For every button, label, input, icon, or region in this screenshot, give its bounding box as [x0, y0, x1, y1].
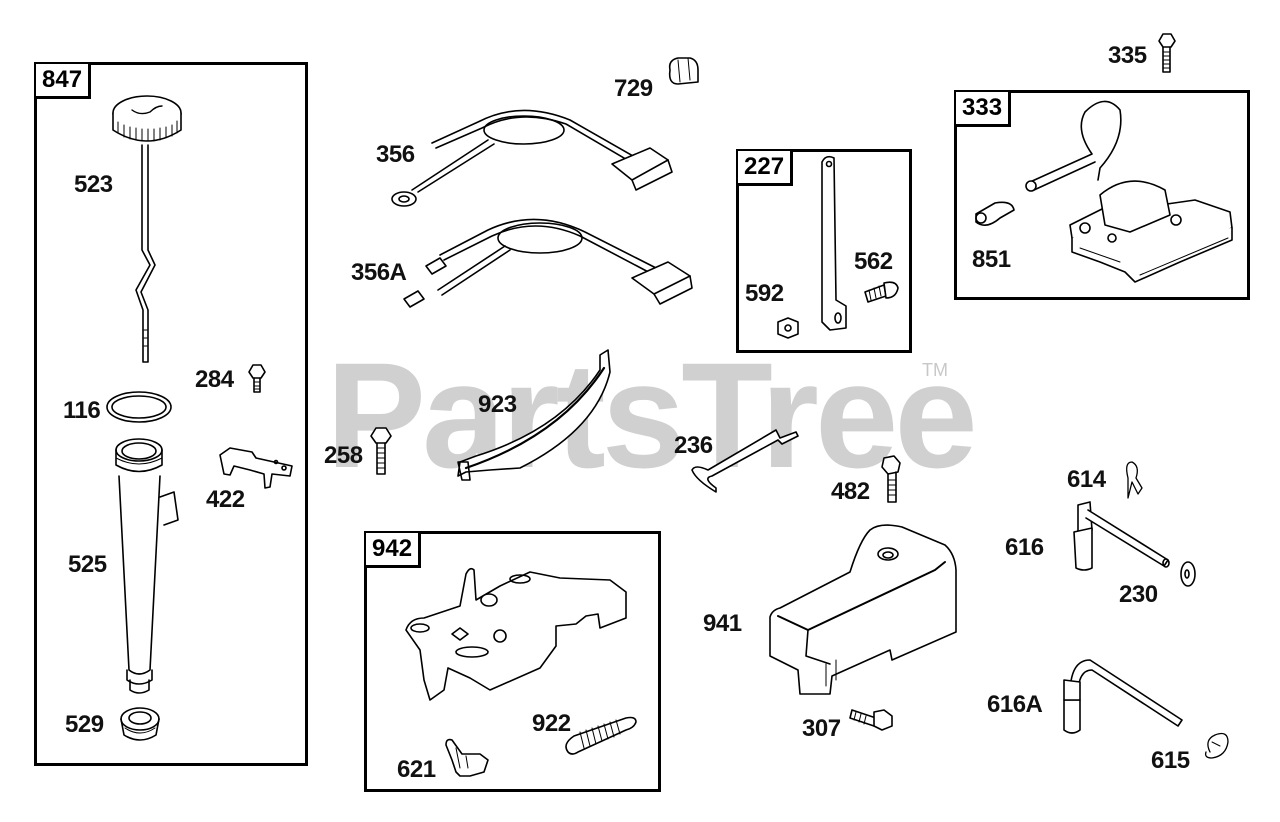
lever-227-icon[interactable]: [822, 157, 846, 330]
washer-230-icon[interactable]: [1181, 562, 1195, 586]
kit-label-227[interactable]: 227: [738, 151, 794, 186]
link-rod-236-icon[interactable]: [692, 430, 798, 492]
kit-box-847: 847: [34, 62, 308, 766]
hairpin-clip-614-icon[interactable]: [1127, 462, 1142, 498]
part-label-356[interactable]: 356: [376, 141, 415, 168]
partstree-watermark: PartsTree: [326, 331, 978, 499]
trademark-symbol: TM: [922, 360, 948, 380]
part-label-922[interactable]: 922: [532, 710, 571, 737]
clip-621-icon[interactable]: [446, 740, 488, 776]
lever-616A-icon[interactable]: [1064, 660, 1182, 733]
wire-harness-356-icon[interactable]: [392, 110, 672, 206]
dipstick-523-icon[interactable]: [113, 96, 181, 362]
part-label-482[interactable]: 482: [831, 478, 870, 505]
spring-922-icon[interactable]: [566, 718, 636, 755]
part-label-529[interactable]: 529: [65, 711, 104, 738]
bolt-562-icon[interactable]: [865, 282, 898, 302]
kit-label-942[interactable]: 942: [366, 533, 422, 568]
grommet-529-icon[interactable]: [121, 708, 159, 740]
bracket-422-icon[interactable]: [220, 448, 292, 488]
part-label-923[interactable]: 923: [478, 391, 517, 418]
part-label-116[interactable]: 116: [63, 397, 101, 424]
part-label-592[interactable]: 592: [745, 280, 784, 307]
nut-592-icon[interactable]: [778, 318, 798, 338]
bolt-284-icon[interactable]: [249, 365, 265, 392]
kit-label-333[interactable]: 333: [956, 92, 1012, 127]
part-label-525[interactable]: 525: [68, 551, 107, 578]
kit-box-333: 333: [954, 90, 1250, 300]
part-label-614[interactable]: 614: [1067, 466, 1106, 493]
dipstick-tube-525-icon[interactable]: [116, 439, 178, 693]
part-label-230[interactable]: 230: [1119, 581, 1158, 608]
clip-729-icon[interactable]: [670, 58, 698, 84]
part-label-621[interactable]: 621: [397, 756, 436, 783]
part-label-941[interactable]: 941: [703, 610, 742, 637]
bolt-335-icon[interactable]: [1159, 34, 1175, 72]
governor-bracket-942-icon[interactable]: [406, 569, 626, 700]
cover-941-icon[interactable]: [770, 525, 956, 694]
part-label-523[interactable]: 523: [74, 171, 113, 198]
part-label-307[interactable]: 307: [802, 715, 841, 742]
bolt-258-icon[interactable]: [371, 428, 391, 474]
e-clip-615-icon[interactable]: [1206, 734, 1228, 758]
part-label-422[interactable]: 422: [206, 486, 245, 513]
wire-harness-356A-icon[interactable]: [404, 219, 692, 307]
part-label-562[interactable]: 562: [854, 248, 893, 275]
kit-box-942: 942: [364, 531, 661, 792]
part-label-236[interactable]: 236: [674, 432, 713, 459]
kit-box-227: 227: [736, 149, 912, 353]
part-label-258[interactable]: 258: [324, 442, 363, 469]
part-label-851[interactable]: 851: [972, 246, 1011, 273]
terminal-851-icon[interactable]: [976, 202, 1014, 225]
bolt-307-icon[interactable]: [850, 710, 892, 730]
ignition-armature-333-icon[interactable]: [1026, 101, 1232, 282]
part-label-616A[interactable]: 616A: [987, 691, 1043, 718]
part-label-615[interactable]: 615: [1151, 747, 1190, 774]
part-label-729[interactable]: 729: [614, 75, 653, 102]
lever-616-icon[interactable]: [1074, 502, 1169, 570]
governor-link-923-icon[interactable]: [458, 350, 610, 480]
o-ring-116-icon[interactable]: [107, 392, 171, 422]
part-label-335[interactable]: 335: [1108, 42, 1147, 69]
part-label-284[interactable]: 284: [195, 366, 234, 393]
part-label-356A[interactable]: 356A: [351, 259, 407, 286]
bolt-482-icon[interactable]: [882, 456, 900, 502]
part-label-616[interactable]: 616: [1005, 534, 1044, 561]
kit-label-847[interactable]: 847: [36, 64, 92, 99]
